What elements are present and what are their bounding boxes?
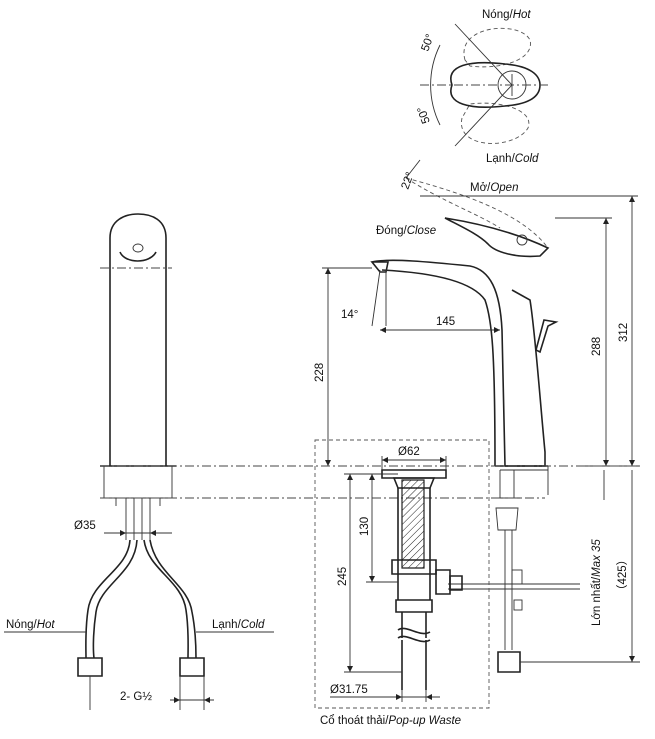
top-view: Nóng/Hot Lạnh/Cold 50° 50° (416, 9, 550, 165)
hose-hot-label: Nóng/Hot (6, 619, 55, 631)
front-view: Ø35 2- G½ Nóng/Hot Lạnh/Cold (4, 213, 274, 710)
dim-245: 245 (337, 567, 349, 586)
front-body (109, 213, 167, 466)
dim-d62: Ø62 (398, 446, 420, 458)
waste-dashed-box (314, 439, 490, 709)
handle-open (405, 177, 549, 249)
angle-14: 14° (341, 309, 358, 321)
side-view: 14° 22° Mở/Open Đóng/Close 145 228 288 3… (314, 159, 640, 673)
cold-nut (179, 657, 205, 677)
dim-145: 145 (436, 316, 455, 328)
dim-288: 288 (591, 337, 603, 356)
spout-bottom (381, 269, 496, 467)
hose-cold (143, 539, 189, 659)
waste-flange (381, 469, 447, 479)
angle-22: 22° (400, 171, 417, 191)
popup-lever (535, 319, 559, 354)
thread-label: 2- G½ (120, 691, 152, 703)
front-aerator (119, 251, 157, 262)
handle-closed (444, 217, 550, 258)
waste-plug-rod (401, 479, 425, 569)
dim-425: （425） (616, 554, 629, 596)
body-back (505, 289, 546, 467)
open-label: Mở/Open (470, 182, 518, 194)
close-label: Đóng/Close (376, 225, 436, 237)
dim-130: 130 (359, 517, 371, 536)
max-35-label: Lớn nhất/Max 35 (591, 539, 603, 626)
cold-label-top: Lạnh/Cold (486, 153, 539, 165)
dim-312: 312 (618, 323, 630, 342)
angle-50-top: 50° (420, 33, 437, 53)
handle-hot-position (463, 27, 531, 68)
hose-cold-label: Lạnh/Cold (212, 619, 265, 631)
popup-waste: Ø62 130 245 Ø31.75 Cổ thoát thải/Pop-up … (314, 439, 490, 727)
dim-d35: Ø35 (74, 520, 96, 532)
hose-hot (85, 539, 131, 659)
dim-228: 228 (314, 363, 326, 382)
angle-50-bottom: 50° (416, 105, 433, 125)
waste-caption: Cổ thoát thải/Pop-up Waste (320, 715, 461, 727)
dim-d3175: Ø31.75 (330, 684, 368, 696)
handle-cold-position (461, 102, 530, 144)
spout-top (371, 259, 506, 467)
hot-label-top: Nóng/Hot (482, 9, 531, 21)
hot-nut (77, 657, 103, 677)
